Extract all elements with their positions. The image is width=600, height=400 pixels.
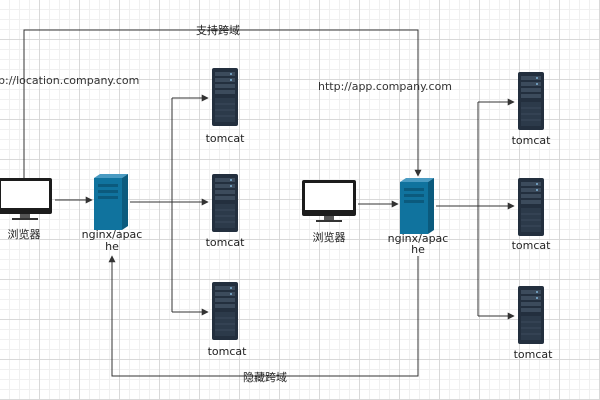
tomcat-right-1[interactable]: tomcat [512, 71, 552, 147]
tomcat-right-2-label: tomcat [512, 239, 552, 252]
url-left: p://location.company.com [0, 74, 139, 87]
proxy-right-label-line1: nginx/apac [388, 232, 449, 245]
tomcat-left-3-label: tomcat [208, 345, 248, 358]
server-rack-icon [211, 173, 239, 233]
tomcat-right-1-label: tomcat [512, 134, 552, 147]
server-rack-icon [517, 177, 545, 237]
tomcat-right-2[interactable]: tomcat [512, 177, 552, 252]
server-rack-icon [211, 281, 239, 341]
server-tower-icon [94, 174, 128, 230]
tomcat-left-3[interactable]: tomcat [208, 281, 248, 358]
server-tower-icon [400, 178, 434, 234]
tomcat-left-1[interactable]: tomcat [206, 67, 246, 145]
proxy-left-label-line1: nginx/apac [82, 228, 143, 241]
proxy-right[interactable]: nginx/apac he [388, 178, 449, 256]
monitor-icon [302, 180, 356, 222]
url-right: http://app.company.com [318, 80, 452, 93]
server-rack-icon [517, 71, 545, 131]
server-rack-icon [517, 285, 545, 345]
browser-right[interactable]: 浏览器 [302, 180, 356, 244]
proxy-left[interactable]: nginx/apac he [82, 174, 143, 253]
edge-hidden-cross-domain [108, 255, 419, 377]
server-rack-icon [211, 67, 239, 127]
tomcat-left-2-label: tomcat [206, 236, 246, 249]
tomcat-right-3-label: tomcat [514, 348, 554, 361]
monitor-icon [0, 178, 52, 220]
proxy-right-label-line2: he [411, 243, 425, 256]
tomcat-left-2[interactable]: tomcat [206, 173, 246, 249]
browser-right-label: 浏览器 [313, 230, 346, 244]
browser-left[interactable]: 浏览器 [0, 178, 52, 241]
tomcat-right-3[interactable]: tomcat [514, 285, 554, 361]
browser-left-label: 浏览器 [8, 227, 41, 241]
edge-cross-domain-top [23, 29, 422, 178]
label-hidden-cross-domain: 隐藏跨域 [243, 371, 287, 384]
label-cross-domain-top: 支持跨域 [196, 23, 240, 37]
tomcat-left-1-label: tomcat [206, 132, 246, 145]
proxy-left-label-line2: he [105, 240, 119, 253]
